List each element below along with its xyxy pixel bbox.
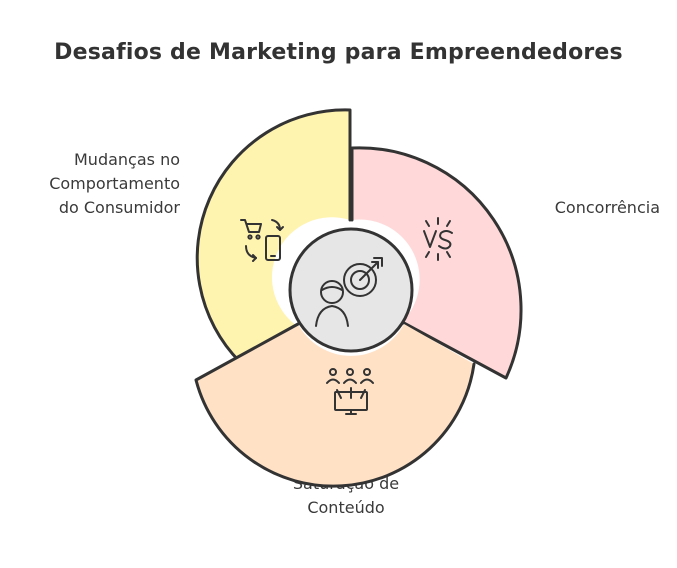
- label-competition-line-1: Concorrência: [554, 198, 660, 217]
- entrepreneur-target-icon: [315, 257, 383, 327]
- label-saturation-line-2: Conteúdo: [307, 498, 385, 517]
- label-competition: Concorrência: [500, 196, 660, 220]
- segment-content-saturation-outline: [194, 322, 476, 488]
- label-consumer-line-1: Mudanças no: [74, 150, 180, 169]
- segment-consumer-behavior-outline: [195, 108, 352, 364]
- audience-broadcast-icon: [326, 368, 374, 415]
- label-consumer-line-3: do Consumidor: [58, 198, 180, 217]
- label-consumer-line-2: Comportamento: [49, 174, 180, 193]
- label-consumer-behavior: Mudanças no Comportamento do Consumidor: [10, 148, 180, 220]
- segment-competition: [352, 147, 522, 378]
- vs-icon: [423, 217, 453, 261]
- center-circle: [288, 227, 414, 353]
- cart-phone-icon: [240, 219, 284, 262]
- segment-competition-outline: [350, 146, 523, 380]
- diagram-title: Desafios de Marketing para Empreendedore…: [54, 40, 623, 65]
